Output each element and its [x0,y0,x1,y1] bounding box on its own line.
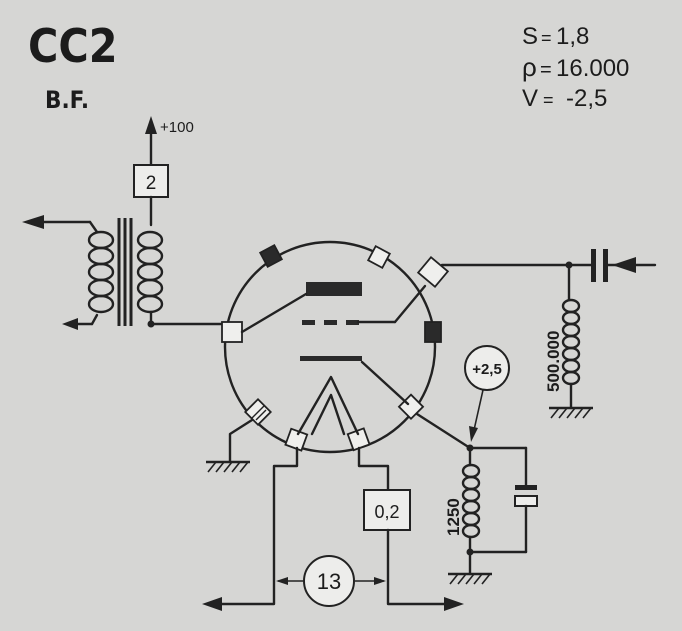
grid-resistor-icon [561,298,581,386]
spec-sep-v: = [543,90,554,110]
cathode-bias-network: +2,5 1250 [415,345,538,585]
filament-return-arrow-icon [444,597,464,611]
coupling-capacitor-icon [591,249,608,282]
ground-icon [550,407,592,419]
output-return-arrow-icon [62,318,78,330]
cathode-bias-bubble [464,345,510,391]
tube-pin-2 [366,244,392,270]
spec-sep-rho: = [540,59,552,81]
cathode-resistor-icon [461,463,481,539]
secondary-coil-icon [87,230,115,314]
bias-pointer-arrow-icon [469,426,478,442]
tube-pin-top-cap [416,256,450,288]
dimension-arrow-right-icon [374,577,386,585]
spec-label-s: S [522,23,538,50]
bypass-capacitor-icon [514,485,538,507]
input-arrow-icon [612,257,636,273]
filament-icon [296,375,360,436]
output-transformer: +100 2 [22,116,224,330]
filament-voltage-bubble [303,555,355,607]
filament-supply: 0,2 13 [202,446,464,611]
tube-pin-1 [258,243,284,269]
cathode-resistor-label: 1250 [444,498,463,536]
filament-current-label: 0,2 [374,502,399,522]
spec-value-s: 1,8 [556,23,589,50]
filament-current-box [363,489,411,531]
ground-icon [207,461,249,473]
shield-ground [206,418,254,473]
supply-voltage-label: +100 [160,119,194,136]
control-grid [302,320,359,325]
cathode-sleeve [300,356,362,361]
transformer-core-icon [117,218,133,326]
supply-arrow-icon [145,116,157,134]
dimension-arrow-left-icon [276,577,288,585]
spec-label-rho: ρ [522,52,537,82]
spec-value-rho: 16.000 [556,55,629,82]
primary-coil-icon [136,230,164,314]
tube-pin-3 [424,321,442,343]
filament-lead-arrow-icon [202,597,222,611]
grid-input-network: 500.000 [440,249,657,419]
grid-resistor-label: 500.000 [544,331,563,392]
spec-block: S = 1,8 ρ = 16.000 V = -2,5 [522,23,629,112]
transformer-ratio-label: 2 [146,173,157,194]
ground-icon [449,573,491,585]
anode-plate [306,282,362,296]
tube-subtitle: B.F. [45,86,89,114]
tube-title: CC2 [28,19,118,73]
tube-pin-anode [221,321,243,343]
tube-envelope [221,240,450,454]
output-arrow-icon [22,215,44,229]
filament-voltage-label: 13 [317,569,341,594]
spec-label-v: V [522,85,538,112]
spec-sep-s: = [541,28,552,48]
cathode-bias-label: +2,5 [472,361,502,378]
spec-value-v: -2,5 [566,85,607,112]
